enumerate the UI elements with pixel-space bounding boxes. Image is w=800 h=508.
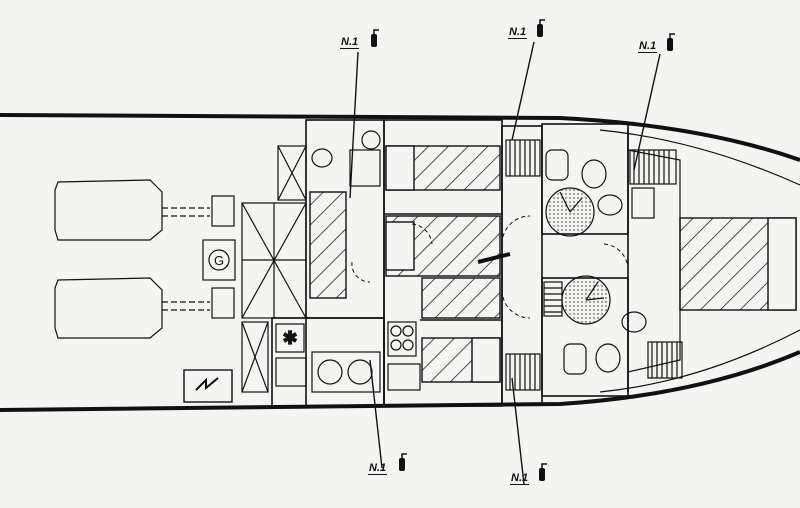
svg-text:✱: ✱ [282, 328, 297, 349]
shower-trays [545, 187, 611, 325]
galley: ✱ [275, 321, 421, 393]
engine-starboard [54, 179, 235, 241]
fire-extinguisher-icon [399, 453, 407, 471]
door-swings [351, 215, 629, 319]
heading-arrow [477, 252, 511, 264]
generator-symbol: G [214, 253, 224, 268]
extinguisher-callout-label: N.1 [368, 462, 388, 475]
extinguisher-callout-label: N.1 [340, 36, 360, 49]
extinguisher-callout-label: N.1 [508, 26, 528, 39]
hull-outline [0, 113, 800, 412]
engine-room-hatches [241, 145, 307, 393]
heads-fixtures [311, 130, 655, 375]
generator: G [202, 239, 236, 281]
fire-extinguisher-icon [539, 463, 547, 481]
stairs [505, 139, 683, 391]
fire-extinguisher-icon [537, 19, 545, 37]
callout-leaders [349, 41, 661, 485]
berths [309, 145, 797, 383]
fire-extinguisher-icon [371, 29, 379, 47]
fire-extinguisher-icon [667, 33, 675, 51]
extinguisher-callout-label: N.1 [510, 472, 530, 485]
extinguisher-callout-label: N.1 [638, 40, 658, 53]
engine-port [54, 277, 235, 339]
electrical-panel [183, 369, 233, 403]
